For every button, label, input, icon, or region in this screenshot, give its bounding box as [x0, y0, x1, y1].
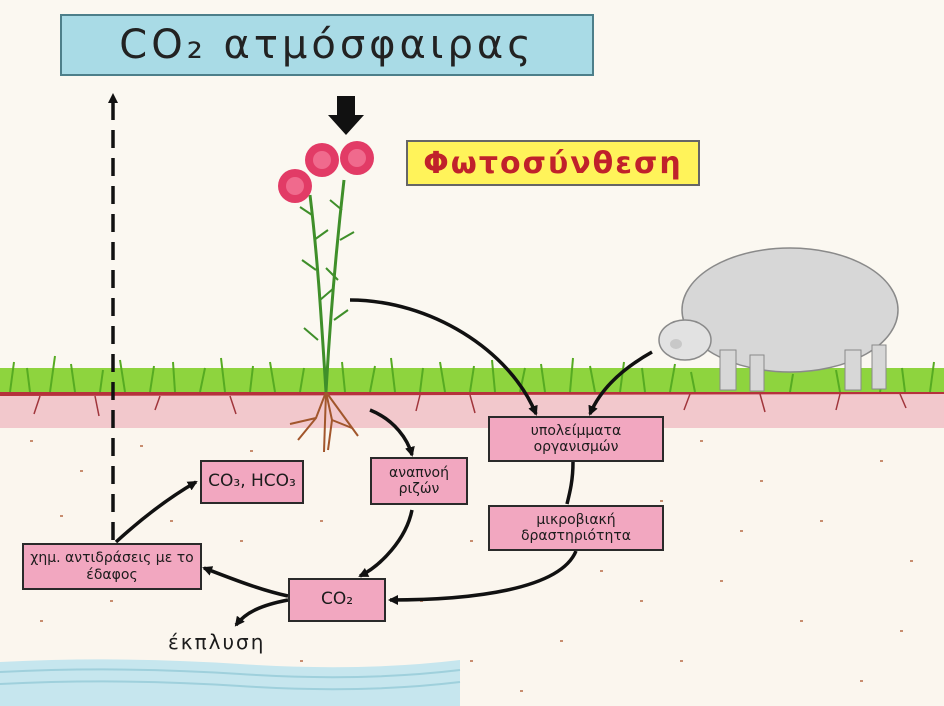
chemical-reactions-label: χημ. αντιδράσεις με το έδαφος: [28, 550, 196, 582]
photosynthesis-box: Φωτοσύνθεση: [406, 140, 700, 186]
soil-co2-box: CO₂: [288, 578, 386, 622]
organism-residues-label: υπολείμματα οργανισμών: [494, 423, 658, 455]
carbonates-box: CO₃, HCO₃: [200, 460, 304, 504]
arrow-atmosphere-to-plant: [328, 96, 364, 135]
plant: [278, 141, 374, 392]
chemical-reactions-box: χημ. αντιδράσεις με το έδαφος: [22, 543, 202, 590]
root-respiration-label: αναπνοή ριζών: [376, 465, 462, 497]
leaching-label: έκπλυση: [168, 630, 265, 654]
organism-residues-box: υπολείμματα οργανισμών: [488, 416, 664, 462]
soil-co2-label: CO₂: [321, 590, 353, 610]
photosynthesis-label: Φωτοσύνθεση: [423, 146, 682, 181]
atmosphere-co2-box: CO₂ ατμόσφαιρας: [60, 14, 594, 76]
atmosphere-co2-label: CO₂ ατμόσφαιρας: [119, 22, 534, 68]
root-respiration-box: αναπνοή ριζών: [370, 457, 468, 505]
microbial-activity-box: μικροβιακή δραστηριότητα: [488, 505, 664, 551]
microbial-activity-label: μικροβιακή δραστηριότητα: [494, 512, 658, 544]
groundwater: [0, 659, 460, 706]
carbonates-label: CO₃, HCO₃: [208, 472, 296, 492]
